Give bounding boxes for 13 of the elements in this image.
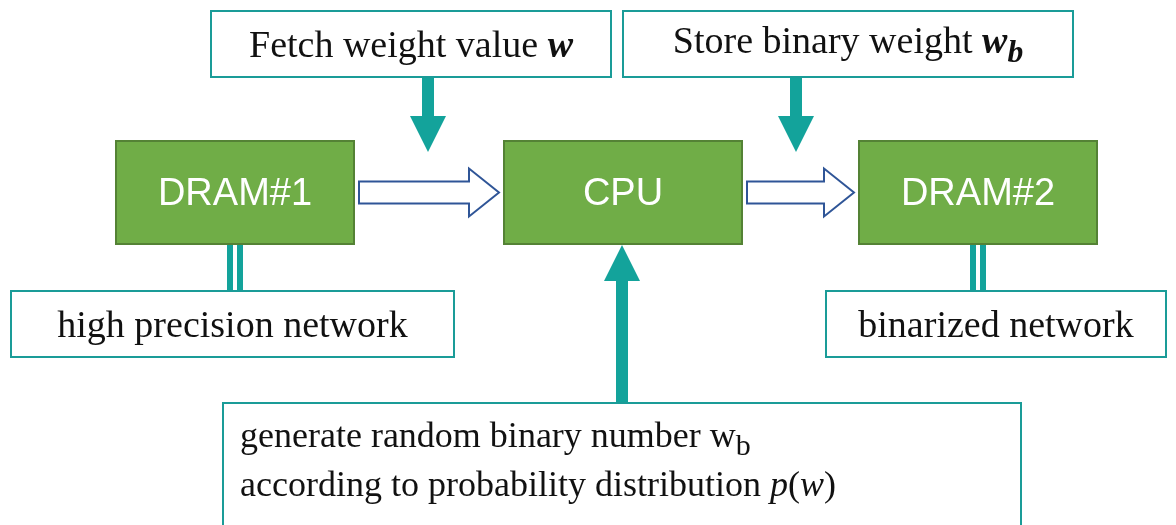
arrow bbox=[604, 245, 640, 402]
process-box: CPU bbox=[503, 140, 743, 245]
text-box: Store binary weight w$_{b}$ bbox=[622, 10, 1074, 78]
block-arrow bbox=[358, 166, 501, 219]
text-box: high precision network bbox=[10, 290, 455, 358]
text-box: generate random binary number w$_{b}$ according to probability distribution p(w) bbox=[222, 402, 1022, 525]
text-box: binarized network bbox=[825, 290, 1167, 358]
block-arrow bbox=[746, 166, 856, 219]
arrow bbox=[410, 78, 446, 152]
process-box: DRAM#1 bbox=[115, 140, 355, 245]
arrow bbox=[778, 78, 814, 152]
process-box: DRAM#2 bbox=[858, 140, 1098, 245]
text-box: Fetch weight value w bbox=[210, 10, 612, 78]
